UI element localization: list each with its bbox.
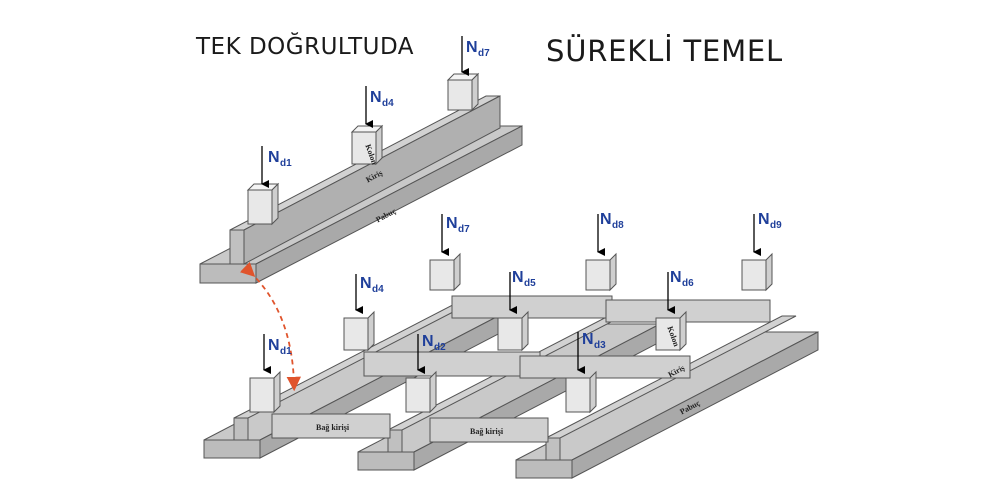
svg-text:N: N <box>582 331 594 348</box>
svg-text:d7: d7 <box>458 224 470 235</box>
svg-text:N: N <box>466 39 478 56</box>
svg-text:d3: d3 <box>594 340 606 351</box>
svg-text:N: N <box>600 211 612 228</box>
svg-text:d4: d4 <box>372 284 384 295</box>
svg-text:d6: d6 <box>682 278 694 289</box>
svg-text:N: N <box>446 215 458 232</box>
svg-text:N: N <box>360 275 372 292</box>
column-grid-d4 <box>343 310 375 352</box>
svg-text:N: N <box>268 337 280 354</box>
svg-text:N: N <box>512 269 524 286</box>
column-grid-d8 <box>585 252 617 292</box>
tie-beams <box>271 295 771 443</box>
svg-text:d1: d1 <box>280 346 292 357</box>
svg-text:N: N <box>268 149 280 166</box>
title-surekli-temel: SÜREKLİ TEMEL <box>546 34 783 68</box>
column-grid-d7 <box>429 252 461 292</box>
column-grid-d2 <box>405 370 437 414</box>
svg-text:d2: d2 <box>434 342 446 353</box>
column-top-d7 <box>446 72 480 112</box>
column-top-d4 <box>350 124 384 166</box>
svg-text:d9: d9 <box>770 220 782 231</box>
svg-text:N: N <box>758 211 770 228</box>
svg-text:d5: d5 <box>524 278 536 289</box>
svg-text:d7: d7 <box>478 48 490 59</box>
title-tek-dogrultuda: TEK DOĞRULTUDA <box>196 34 414 60</box>
svg-text:d8: d8 <box>612 220 624 231</box>
label-bag-kirisi-2: Bağ kirişi <box>470 427 504 436</box>
single-strip-foundation: Kolon Kiriş Pabuç <box>199 72 523 284</box>
column-grid-d6 <box>655 310 687 352</box>
column-grid-d1 <box>249 370 281 414</box>
link-arrow <box>239 261 301 392</box>
label-bag-kirisi-1: Bağ kirişi <box>316 423 350 432</box>
svg-text:d4: d4 <box>382 98 394 109</box>
svg-text:d1: d1 <box>280 158 292 169</box>
svg-text:N: N <box>422 333 434 350</box>
column-grid-d5 <box>497 310 529 352</box>
column-grid-d9 <box>741 252 773 292</box>
column-grid-d3 <box>565 370 597 414</box>
continuous-grid-foundation: Bağ kirişi Bağ kirişi Kiriş Pabuç Kolon <box>203 252 819 479</box>
svg-text:N: N <box>670 269 682 286</box>
column-top-d1 <box>246 182 280 226</box>
svg-text:N: N <box>370 89 382 106</box>
